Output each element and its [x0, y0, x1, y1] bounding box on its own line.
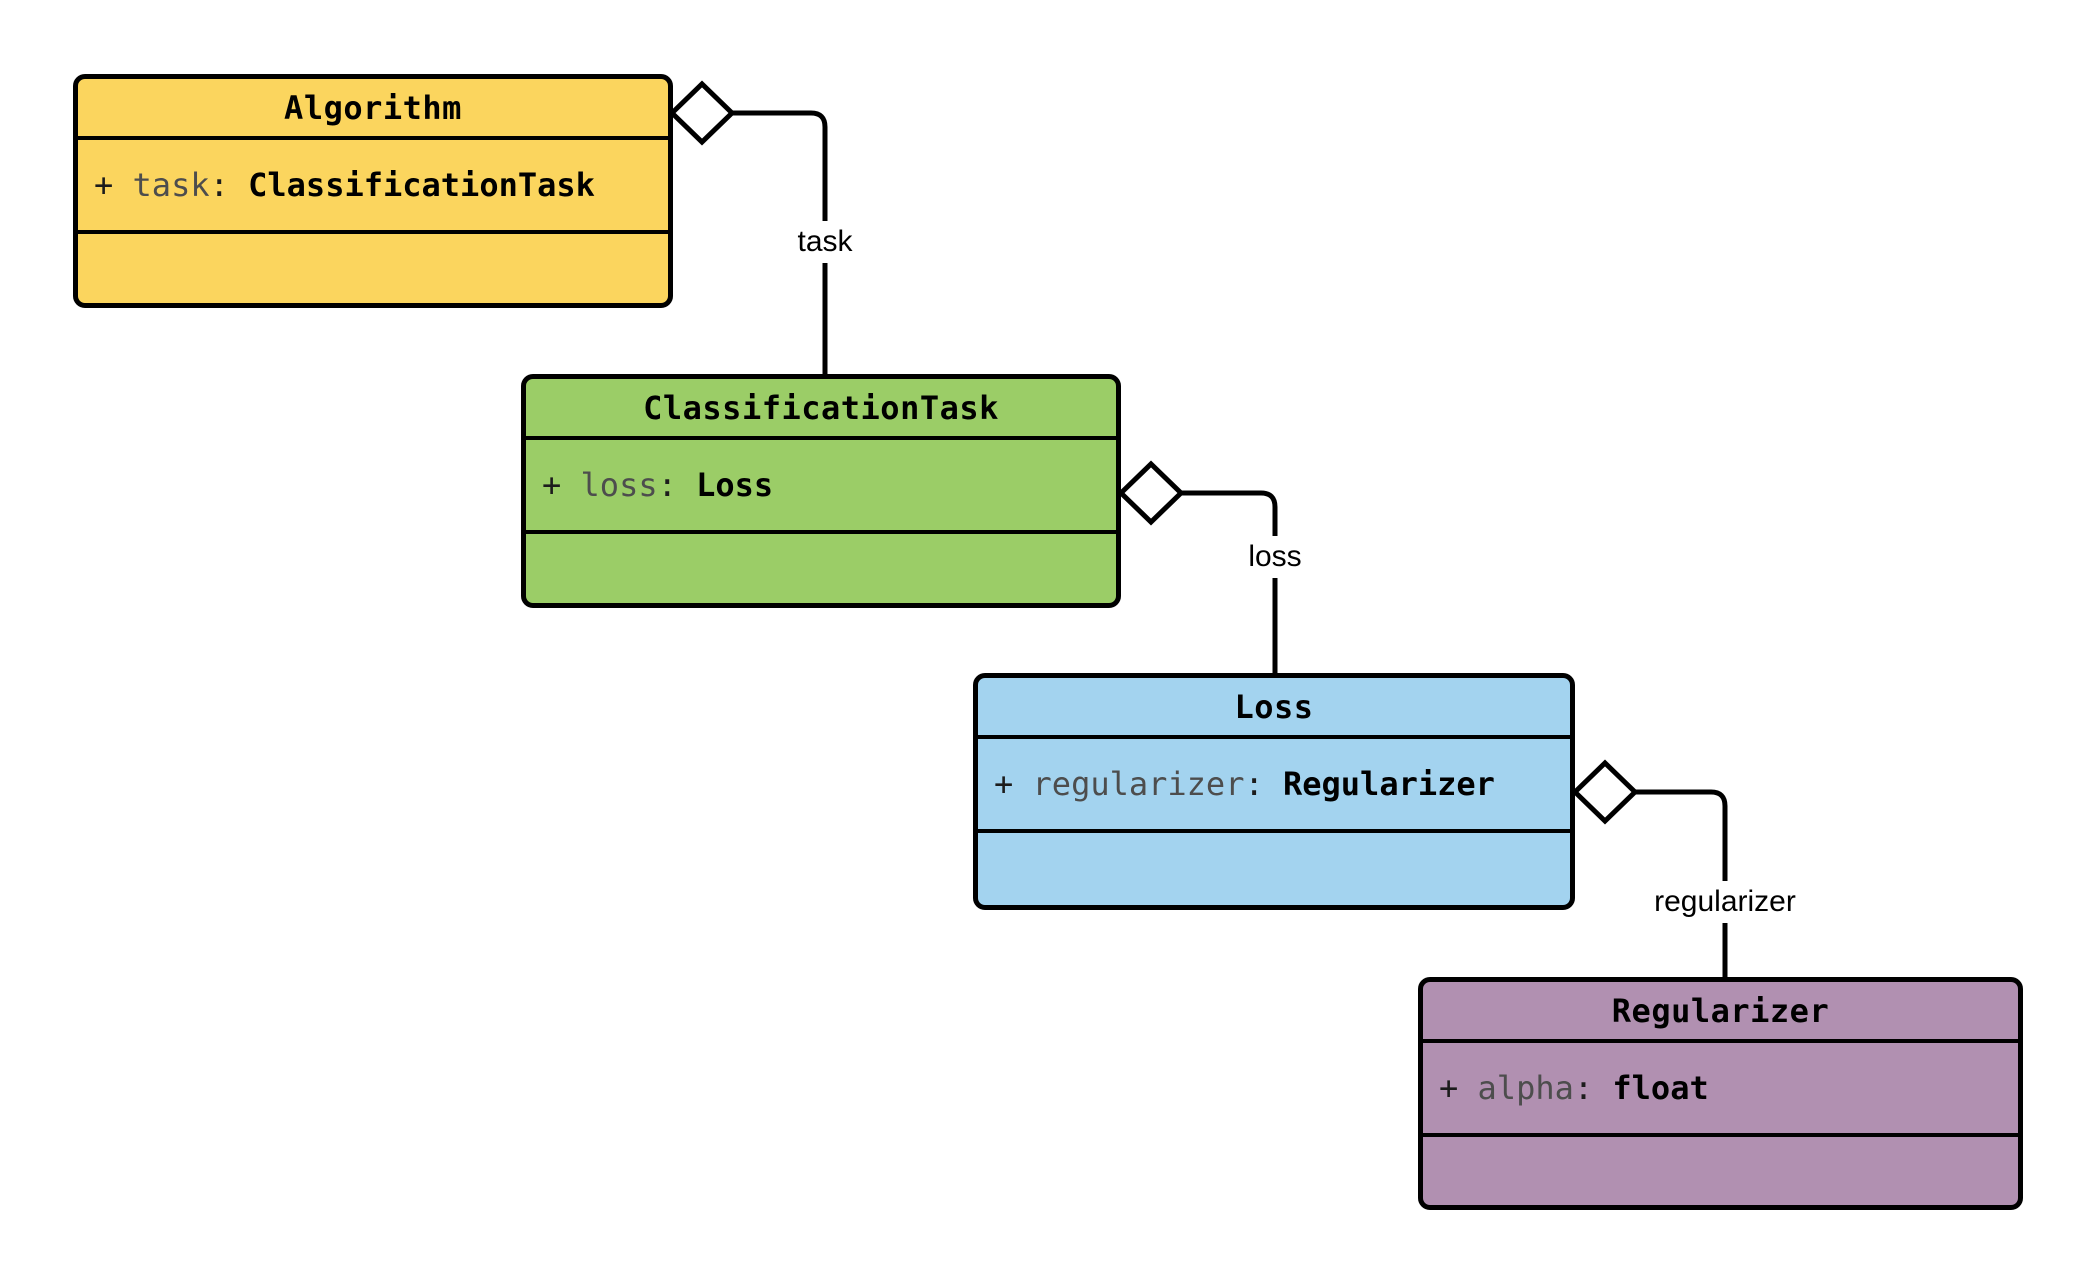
- class-attribute: + task: ClassificationTask: [78, 140, 668, 234]
- attribute-type: Loss: [696, 466, 774, 504]
- class-methods-compartment: [978, 833, 1570, 905]
- class-methods-compartment: [78, 234, 668, 303]
- attribute-separator: :: [209, 166, 249, 204]
- aggregation-diamond-task: [668, 80, 736, 146]
- attribute-separator: :: [1244, 765, 1283, 803]
- class-box-algorithm: Algorithm + task: ClassificationTask: [73, 74, 673, 308]
- class-attribute: + loss: Loss: [526, 440, 1116, 534]
- attribute-name: alpha: [1477, 1069, 1574, 1107]
- class-attribute: + alpha: float: [1423, 1043, 2018, 1137]
- attribute-separator: :: [1573, 1069, 1613, 1107]
- attribute-visibility: +: [1439, 1069, 1478, 1107]
- class-methods-compartment: [1423, 1137, 2018, 1205]
- class-box-classificationtask: ClassificationTask + loss: Loss: [521, 374, 1121, 608]
- attribute-type: Regularizer: [1282, 765, 1495, 803]
- attribute-separator: :: [657, 466, 697, 504]
- edge-loss-line: [1181, 490, 1278, 677]
- edge-label-loss: loss: [1238, 536, 1312, 578]
- class-title: Loss: [978, 678, 1570, 739]
- class-methods-compartment: [526, 534, 1116, 603]
- edge-label-task: task: [787, 221, 863, 263]
- attribute-name: loss: [580, 466, 658, 504]
- edge-label-regularizer: regularizer: [1644, 881, 1806, 923]
- attribute-type: float: [1612, 1069, 1709, 1107]
- class-title: Regularizer: [1423, 982, 2018, 1043]
- class-title: ClassificationTask: [526, 379, 1116, 440]
- aggregation-diamond-loss: [1117, 460, 1185, 526]
- class-title: Algorithm: [78, 79, 668, 140]
- aggregation-diamond-regularizer: [1571, 759, 1639, 825]
- attribute-name: regularizer: [1032, 765, 1245, 803]
- class-box-regularizer: Regularizer + alpha: float: [1418, 977, 2023, 1210]
- attribute-type: ClassificationTask: [248, 166, 595, 204]
- class-box-loss: Loss + regularizer: Regularizer: [973, 673, 1575, 910]
- attribute-visibility: +: [994, 765, 1033, 803]
- attribute-name: task: [132, 166, 210, 204]
- class-attribute: + regularizer: Regularizer: [978, 739, 1570, 833]
- attribute-visibility: +: [94, 166, 133, 204]
- attribute-visibility: +: [542, 466, 581, 504]
